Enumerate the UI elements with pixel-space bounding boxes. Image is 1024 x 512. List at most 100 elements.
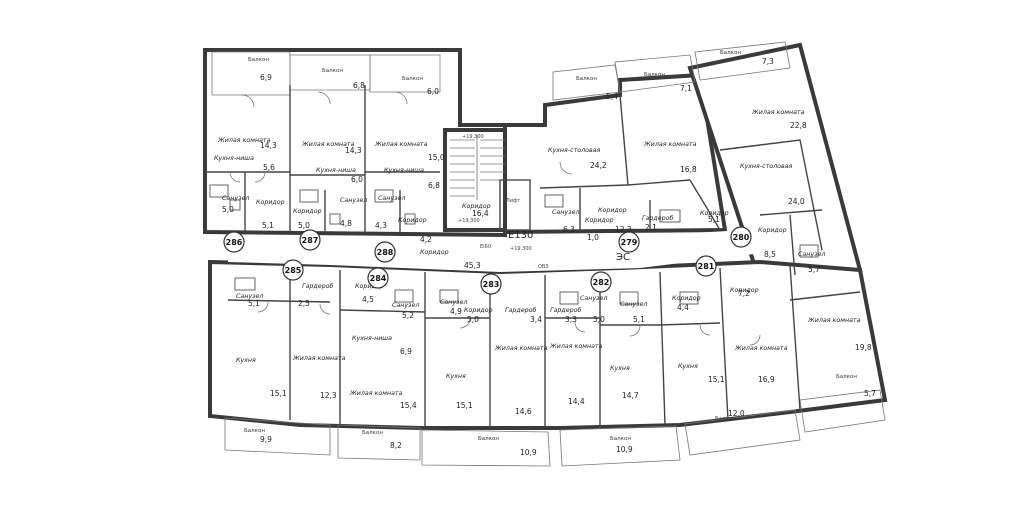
room-area: 3,3 bbox=[565, 315, 577, 324]
room-name: Кухня bbox=[446, 373, 466, 380]
room-name: Санузел bbox=[620, 301, 647, 308]
balcony-label: Балкон bbox=[644, 72, 665, 78]
apartment-marker-279: 279 bbox=[618, 231, 640, 253]
room-area: 4,8 bbox=[340, 219, 352, 228]
es-label: ЭС bbox=[616, 252, 630, 263]
room-name: Жилая комната bbox=[349, 390, 403, 397]
room-name: Санузел bbox=[798, 251, 825, 258]
room-name: Санузел bbox=[580, 295, 607, 302]
room-area: 4,2 bbox=[420, 235, 432, 244]
lift-label: Лифт bbox=[506, 198, 520, 204]
room-area: 15,0 bbox=[428, 153, 445, 162]
room-area: 5,6 bbox=[263, 163, 275, 172]
room-area: 24,0 bbox=[788, 197, 805, 206]
balcony-label: Балкон bbox=[362, 430, 383, 436]
balcony-label: Балкон bbox=[576, 76, 597, 82]
room-name: Коридор bbox=[420, 249, 449, 256]
balcony-area: 10,9 bbox=[616, 445, 633, 454]
balcony-labels: Балкон 6,9 Балкон 6,8 Балкон 6,0 Балкон … bbox=[244, 50, 876, 457]
room-area: 3,4 bbox=[530, 315, 542, 324]
room-name: Кухня bbox=[678, 363, 698, 370]
room-area: 14,6 bbox=[515, 407, 532, 416]
apartment-marker-287: 287 bbox=[299, 229, 321, 251]
room-area: 16,4 bbox=[472, 209, 489, 218]
apartment-marker-280: 280 bbox=[730, 226, 752, 248]
room-name: Жилая комната bbox=[217, 137, 271, 144]
room-area: 15,1 bbox=[456, 401, 473, 410]
room-area: 12,3 bbox=[320, 391, 337, 400]
room-name: Коридор bbox=[672, 295, 701, 302]
room-area: 22,8 bbox=[790, 121, 807, 130]
room-area: 19,8 bbox=[855, 343, 872, 352]
room-labels: Жилая комната 14,3 Кухня-ниша 5,6 Санузе… bbox=[214, 109, 872, 416]
balcony-label: Балкон bbox=[715, 416, 736, 422]
apartment-marker-288: 288 bbox=[374, 241, 396, 263]
svg-text:287: 287 bbox=[302, 236, 319, 245]
core-labels: E130 ЭС Лифт EI60 ОВЗ +19,300 +19,300 +1… bbox=[458, 134, 630, 270]
room-name: Кухня-ниша bbox=[352, 335, 392, 342]
room-name: Коридор bbox=[293, 208, 322, 215]
apartment-markers: 286 287 288 285 284 283 282 281 bbox=[223, 226, 752, 295]
room-area: 6,3 bbox=[563, 225, 575, 234]
room-name: Кухня-ниша bbox=[316, 167, 356, 174]
room-area: 2,1 bbox=[645, 223, 657, 232]
room-name: Гардероб bbox=[642, 214, 673, 222]
interior-partitions bbox=[205, 85, 861, 428]
balcony-area: 6,8 bbox=[353, 81, 365, 90]
room-name: Гардероб bbox=[302, 282, 333, 290]
svg-text:283: 283 bbox=[483, 280, 500, 289]
room-name: Кухня-ниша bbox=[214, 155, 254, 162]
room-area: 4,9 bbox=[450, 307, 462, 316]
elevation-marker: +19,300 bbox=[462, 134, 484, 140]
svg-text:285: 285 bbox=[285, 266, 302, 275]
room-area: 7,2 bbox=[738, 289, 750, 298]
room-name: Жилая комната bbox=[292, 355, 346, 362]
room-name: Кухня-столовая bbox=[548, 147, 601, 154]
elevation-marker: +19,300 bbox=[458, 218, 480, 224]
room-name: Жилая комната bbox=[751, 109, 805, 116]
apartment-marker-284: 284 bbox=[367, 267, 389, 289]
room-area: 16,9 bbox=[758, 375, 775, 384]
room-area: 5,1 bbox=[633, 315, 645, 324]
balcony-area: 7,1 bbox=[680, 84, 692, 93]
balcony-area: 9,9 bbox=[260, 435, 272, 444]
balcony-area: 10,9 bbox=[520, 448, 537, 457]
balcony-label: Балкон bbox=[720, 50, 741, 56]
room-name: Кухня bbox=[236, 357, 256, 364]
room-area: 15,4 bbox=[400, 401, 417, 410]
room-name: Коридор bbox=[256, 199, 285, 206]
room-name: Жилая комната bbox=[301, 141, 355, 148]
room-area: 1,0 bbox=[587, 233, 599, 242]
room-name: Кухня-ниша bbox=[384, 167, 424, 174]
balcony-area: 5,4 bbox=[606, 92, 618, 101]
room-area: 4,4 bbox=[677, 303, 689, 312]
room-area: 14,3 bbox=[345, 146, 362, 155]
room-name: Санузел bbox=[552, 209, 579, 216]
room-name: Кухня-столовая bbox=[740, 163, 793, 170]
balcony-area: 7,3 bbox=[762, 57, 774, 66]
room-area: 8,5 bbox=[764, 250, 776, 259]
room-area: 15,1 bbox=[708, 375, 725, 384]
room-name: Жилая комната bbox=[494, 345, 548, 352]
room-area: 5,7 bbox=[808, 265, 820, 274]
svg-text:286: 286 bbox=[226, 238, 243, 247]
wall-block-top-center bbox=[503, 72, 728, 235]
balcony-label: Балкон bbox=[322, 68, 343, 74]
room-area: 5,0 bbox=[593, 315, 605, 324]
room-name: Жилая комната bbox=[374, 141, 428, 148]
room-area: 6,9 bbox=[400, 347, 412, 356]
room-area: 5,2 bbox=[402, 311, 414, 320]
room-name: Жилая комната bbox=[643, 141, 697, 148]
room-area: 15,1 bbox=[270, 389, 287, 398]
room-name: Санузел bbox=[222, 195, 249, 202]
elevation-marker: +19,300 bbox=[510, 246, 532, 252]
room-area: 6,8 bbox=[428, 181, 440, 190]
room-name: Жилая комната bbox=[734, 345, 788, 352]
room-name: Кухня bbox=[610, 365, 630, 372]
room-name: Коридор bbox=[464, 307, 493, 314]
elevator-label: E130 bbox=[508, 230, 533, 241]
balcony-label: Балкон bbox=[478, 436, 499, 442]
svg-text:280: 280 bbox=[733, 233, 750, 242]
svg-text:279: 279 bbox=[621, 238, 638, 247]
svg-text:282: 282 bbox=[593, 278, 610, 287]
